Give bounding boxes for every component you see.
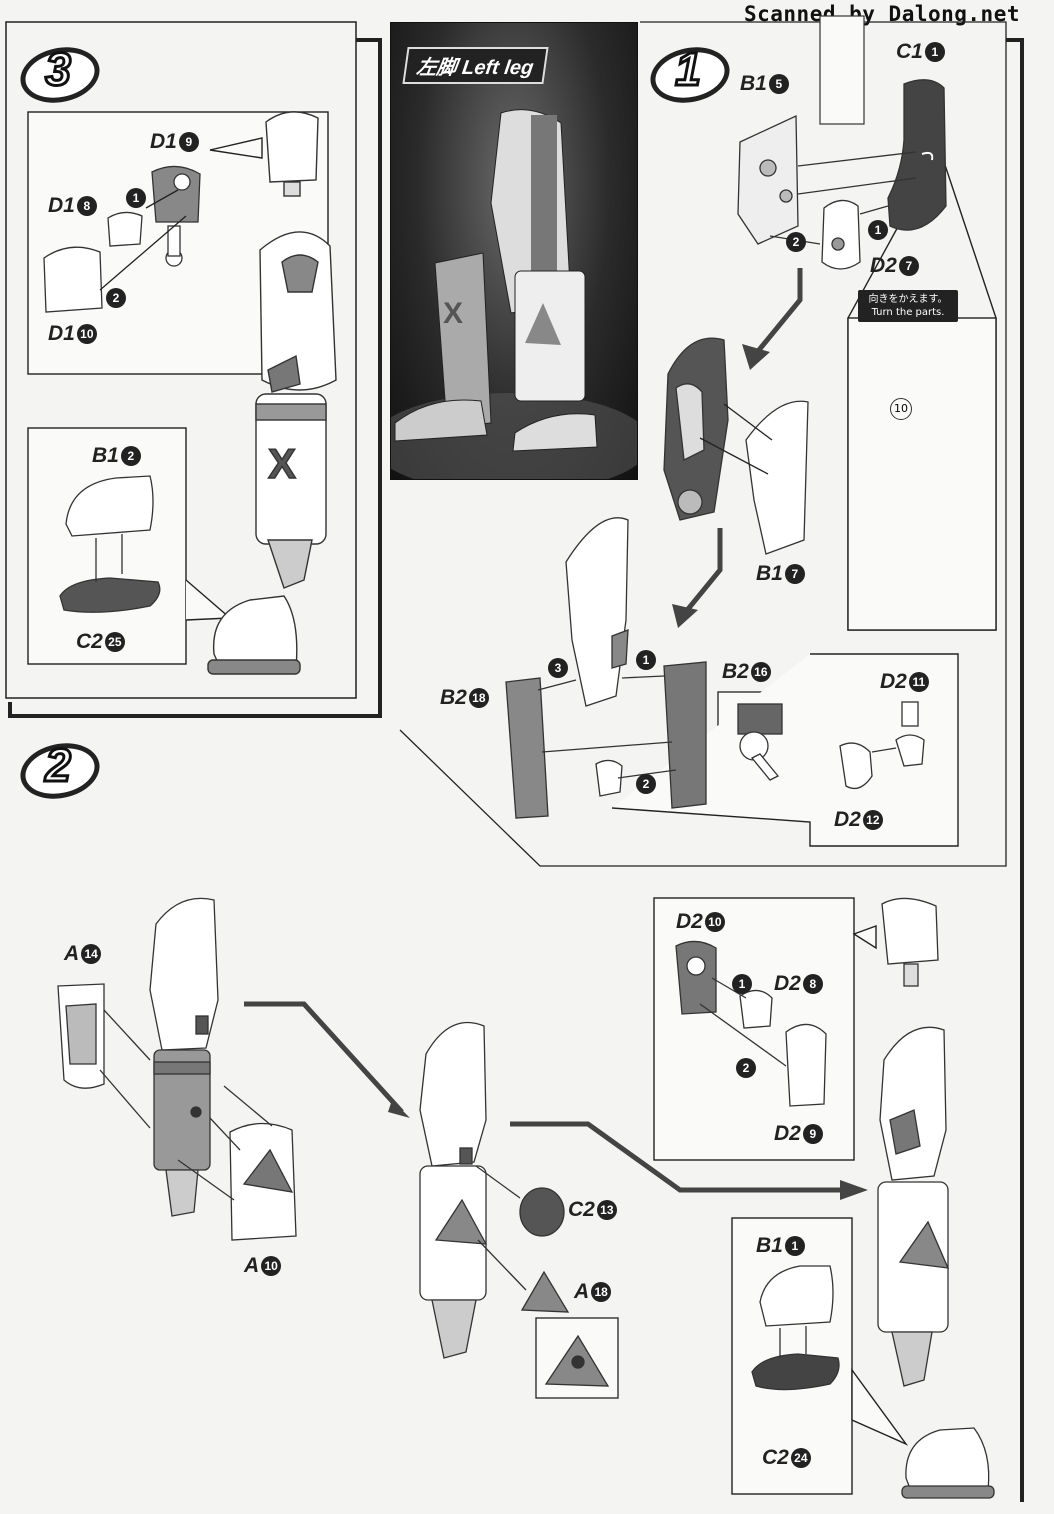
order-mark-one-b: 1 xyxy=(866,218,888,242)
step-2-badge: 2 xyxy=(15,736,105,806)
order-mark-two-d: 2 xyxy=(734,1056,756,1080)
order-mark-three-c: 3 xyxy=(546,656,568,680)
order-mark-two-b: 2 xyxy=(784,230,806,254)
order-mark-one-c: 1 xyxy=(634,648,656,672)
svg-text:X: X xyxy=(268,440,296,487)
turn-parts-note: 向きをかえます。 Turn the parts. xyxy=(858,290,958,322)
turn-parts-jp: 向きをかえます。 xyxy=(868,294,948,305)
order-mark-one-a: 1 xyxy=(124,186,146,210)
step-3-badge: 3 xyxy=(15,40,105,110)
step-1-badge: 1 xyxy=(645,40,735,110)
turn-parts-en: Turn the parts. xyxy=(871,307,945,318)
order-mark-two-a: 2 xyxy=(104,286,126,310)
step3-leg: X xyxy=(207,111,337,675)
order-mark-ten: 10 xyxy=(890,398,912,420)
step-1-number: 1 xyxy=(674,42,703,97)
order-mark-two-c: 2 xyxy=(634,772,656,796)
svg-text:X: X xyxy=(443,297,463,330)
photo-title: 左脚 Left leg xyxy=(402,47,549,84)
step-2-number: 2 xyxy=(44,738,73,793)
step-3-number: 3 xyxy=(44,42,73,97)
order-mark-one-d: 1 xyxy=(730,972,752,996)
left-leg-photo: X 左脚 Left leg xyxy=(390,22,638,480)
